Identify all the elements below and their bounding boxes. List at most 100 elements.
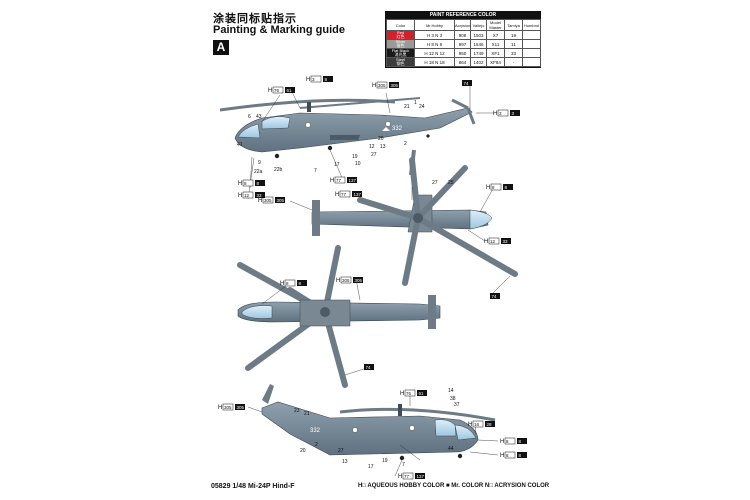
mr-code: 8: [257, 181, 260, 186]
part-number: 2: [315, 442, 318, 448]
section-badge: A: [213, 40, 229, 55]
title-english: Painting & Marking guide: [213, 24, 346, 36]
part-number: 44: [448, 446, 454, 452]
svg-text:8: 8: [286, 281, 289, 286]
part-number: 12: [369, 144, 375, 150]
part-number: 27: [432, 180, 438, 186]
part-number: 6: [248, 114, 251, 120]
top-view: [311, 149, 518, 286]
part-number: 38: [450, 396, 456, 402]
hobby-code: H: [238, 193, 242, 199]
hobby-code: H: [400, 391, 404, 397]
mr-code: 61: [419, 391, 425, 396]
svg-text:8: 8: [506, 439, 509, 444]
svg-text:76: 76: [406, 391, 412, 396]
mr-code: 33: [503, 239, 509, 244]
hobby-code: H: [468, 422, 472, 428]
part-number: 13: [380, 144, 386, 150]
part-number: 7: [314, 168, 317, 174]
part-number: 21: [304, 411, 310, 417]
part-number: 1: [414, 100, 417, 106]
hobby-code: H: [493, 111, 497, 117]
mr-code: 8: [299, 281, 302, 286]
part-number: 22a: [254, 169, 263, 175]
svg-text:3: 3: [312, 77, 315, 82]
side-view-left: 332: [219, 97, 476, 159]
mr-code: 8: [519, 439, 522, 444]
part-number: 41: [237, 142, 243, 148]
part-number: 20: [378, 136, 384, 142]
svg-text:77: 77: [404, 474, 410, 479]
svg-text:8: 8: [492, 185, 495, 190]
part-number: 9: [258, 160, 261, 166]
mr-code: 8: [325, 77, 328, 82]
tail-number-2: 332: [310, 428, 321, 434]
part-number: 10: [355, 161, 361, 167]
hobby-code: H: [500, 453, 504, 459]
part-number: 23: [294, 408, 300, 414]
paint-reference-table: PAINT REFERENCE COLOR Color Mr.Hobby Acr…: [385, 11, 541, 68]
hobby-code: H: [336, 278, 340, 284]
mr-code: 28: [487, 422, 493, 427]
svg-text:16: 16: [474, 422, 480, 427]
part-number: 17: [368, 464, 374, 470]
svg-text:12: 12: [244, 193, 250, 198]
hobby-code: H: [330, 178, 334, 184]
mr-code: 137: [354, 192, 362, 197]
mr-code: 74: [366, 365, 372, 370]
svg-text:305: 305: [378, 83, 386, 88]
part-number: 24: [419, 104, 425, 110]
part-number: 21: [404, 104, 410, 110]
mr-code: 61: [287, 88, 293, 93]
paint-callout: 74: [364, 364, 374, 370]
svg-text:305: 305: [264, 198, 272, 203]
svg-text:8: 8: [244, 181, 247, 186]
part-number: 19: [352, 154, 358, 160]
mr-code: 8: [505, 185, 508, 190]
bottom-view: [237, 245, 441, 388]
hobby-code: H: [484, 239, 488, 245]
hobby-code: H: [398, 474, 402, 480]
hobby-code: H: [486, 185, 490, 191]
part-number: 22b: [274, 167, 283, 173]
part-number: 2: [404, 141, 407, 147]
svg-text:3: 3: [499, 111, 502, 116]
hobby-code: H: [238, 181, 242, 187]
mr-code: 137: [349, 178, 357, 183]
mr-code: 33: [257, 193, 263, 198]
side-view-right: 332: [261, 384, 496, 461]
hobby-code: H: [306, 77, 310, 83]
product-code: 05829 1/48 Mi-24P Hind-F: [211, 483, 295, 490]
hobby-code: H: [372, 83, 376, 89]
part-number: 14: [448, 388, 454, 394]
svg-text:305: 305: [342, 278, 350, 283]
paint-callout: 74: [462, 80, 472, 86]
mr-code: 305: [391, 83, 399, 88]
title-chinese: 涂装同标贴指示: [213, 12, 297, 25]
part-number: 37: [454, 402, 460, 408]
svg-text:305: 305: [224, 405, 232, 410]
paint-legend: H□ AQUEOUS HOBBY COLOR ■ Mr. COLOR N□ AC…: [358, 483, 550, 489]
part-number: 19: [382, 458, 388, 464]
table-title: PAINT REFERENCE COLOR: [386, 12, 540, 19]
part-number: 27: [371, 152, 377, 158]
svg-text:77: 77: [341, 192, 347, 197]
